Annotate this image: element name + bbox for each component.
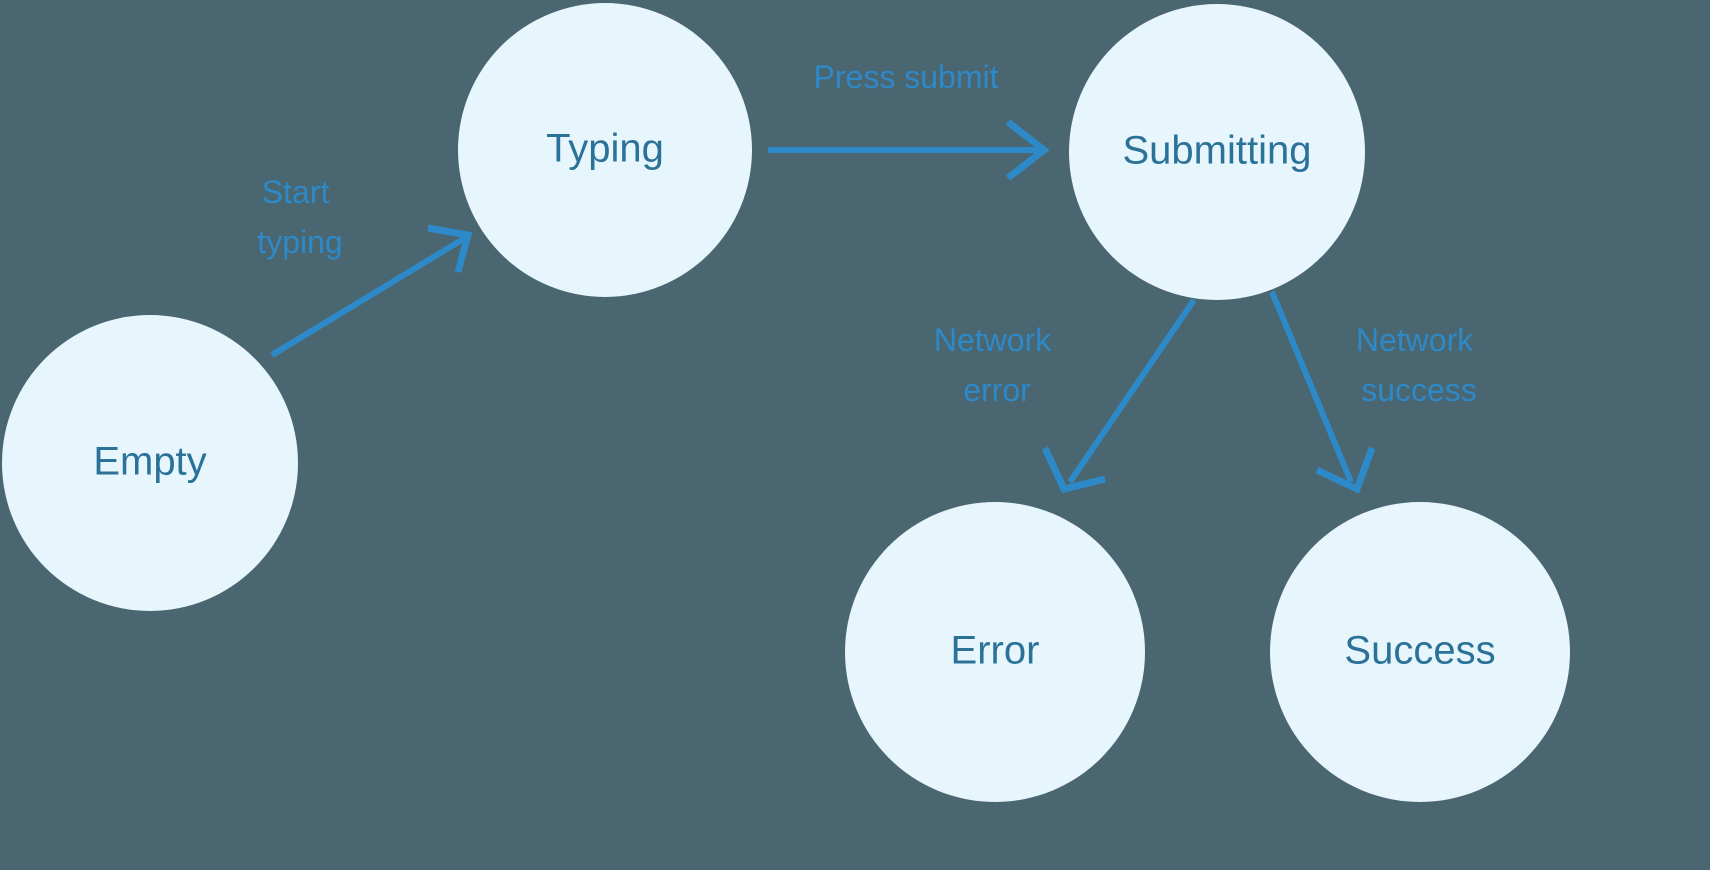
node-success[interactable]: Success [1270,502,1570,802]
node-empty-label: Empty [93,440,206,484]
node-empty-circle [2,315,298,611]
edge-submitting-to-error-line [1067,298,1197,484]
edge-submitting-to-error-arrowhead [1041,446,1106,494]
node-error-circle [845,502,1145,802]
node-submitting-circle [1069,4,1365,300]
node-submitting-label: Submitting [1123,129,1312,173]
edge-empty-to-typing-arrowhead [427,224,473,273]
edge-typing-to-submitting[interactable] [768,119,1050,181]
edge-submitting-to-success-arrowhead [1315,446,1376,494]
edge-label-start-typing-line-1: Start [262,174,330,210]
edge-submitting-to-error[interactable] [1041,298,1197,494]
edge-label-press-submit: Press submit [814,59,999,95]
node-error[interactable]: Error [845,502,1145,802]
edge-label-network-success-line-2: success [1361,372,1477,408]
edge-label-network-success: Network success [1356,322,1482,408]
edge-label-network-error: Network error [934,322,1060,408]
edge-label-start-typing: Start typing [257,174,342,260]
edge-label-network-error-line-2: error [963,372,1031,408]
node-success-label: Success [1344,629,1495,673]
edge-typing-to-submitting-arrowhead [1005,119,1050,181]
node-error-label: Error [951,629,1040,673]
edge-label-press-submit-line-1: Press submit [814,59,999,95]
edge-submitting-to-success-line [1269,290,1354,484]
edge-submitting-to-success[interactable] [1269,290,1376,494]
node-typing-label: Typing [546,127,664,171]
edge-label-network-success-line-1: Network [1356,322,1474,358]
node-submitting[interactable]: Submitting [1069,4,1365,300]
edge-label-network-error-line-1: Network [934,322,1052,358]
node-success-circle [1270,502,1570,802]
edge-empty-to-typing-line [270,235,467,358]
node-typing-circle [458,3,752,297]
node-empty[interactable]: Empty [2,315,298,611]
edge-empty-to-typing[interactable] [270,224,473,358]
edge-label-start-typing-line-2: typing [257,224,342,260]
node-typing[interactable]: Typing [458,3,752,297]
